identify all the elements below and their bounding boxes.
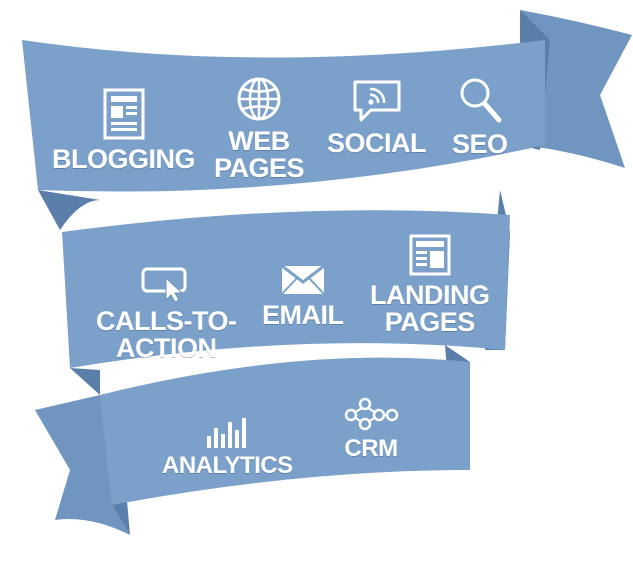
label-web-pages: WEB PAGES: [214, 126, 305, 183]
item-analytics: ANALYTICS: [162, 416, 293, 478]
landing-page-icon: [409, 234, 451, 276]
item-landing-pages: LANDING PAGES: [370, 234, 490, 336]
item-blogging: BLOGGING: [52, 88, 196, 174]
bar-chart-icon: [207, 418, 247, 448]
speech-bubble-rss-icon: [353, 80, 400, 122]
ribbon-fold-left-1: [38, 190, 100, 230]
network-nodes-icon: [344, 397, 399, 431]
label-email: EMAIL: [262, 300, 344, 330]
magnifier-icon: [460, 78, 502, 123]
label-landing-pages: LANDING PAGES: [370, 280, 490, 337]
globe-icon: [237, 77, 281, 121]
label-calls-to-action: CALLS-TO- ACTION: [96, 306, 237, 363]
ribbon-tail-bottom-left: [35, 395, 130, 535]
item-seo: SEO: [452, 75, 508, 158]
label-crm: CRM: [344, 435, 398, 462]
label-social: SOCIAL: [327, 128, 427, 158]
item-calls-to-action: CALLS-TO- ACTION: [96, 266, 237, 363]
label-blogging: BLOGGING: [52, 144, 196, 174]
blog-page-icon: [103, 88, 144, 140]
item-email: EMAIL: [262, 264, 344, 329]
cursor-click-icon: [141, 267, 187, 302]
ribbon-band-3: [100, 357, 470, 505]
envelope-icon: [280, 264, 325, 295]
ribbon-band-1: [22, 40, 545, 192]
label-analytics: ANALYTICS: [162, 452, 293, 479]
label-seo: SEO: [452, 129, 508, 159]
item-web-pages: WEB PAGES: [214, 76, 305, 183]
ribbon-fold-left-2: [70, 368, 100, 395]
item-social: SOCIAL: [327, 78, 427, 158]
item-crm: CRM: [343, 397, 399, 461]
